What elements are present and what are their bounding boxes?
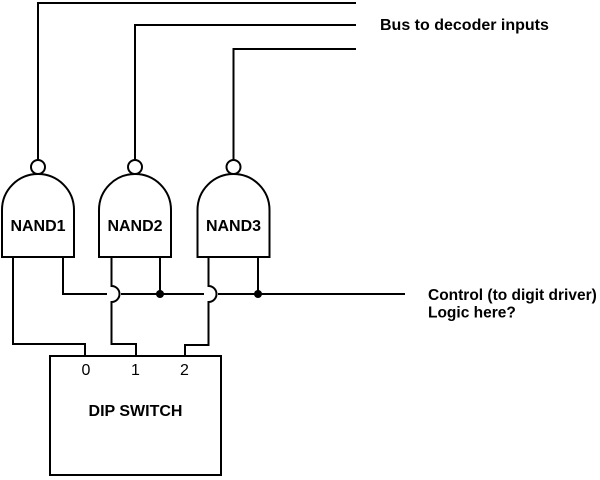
nand3-inverter-bubble: [225, 159, 242, 175]
wire-bus-line-0: [37, 2, 356, 160]
junction-dot: [254, 290, 262, 298]
nand1-gate: NAND1: [0, 159, 75, 258]
nand3-label: NAND3: [206, 218, 261, 235]
dip-pin-label-2: 2: [180, 362, 189, 379]
nand1-body: [0, 173, 75, 258]
wire-nand3-input-a-hop-to-dip-pin2: [184, 257, 218, 356]
dip-switch-box: [49, 355, 222, 476]
nand2-label: NAND2: [107, 218, 162, 235]
nand3-gate: NAND3: [196, 159, 271, 258]
dip-pin-label-1: 1: [131, 362, 140, 379]
wire-bus-line-1: [134, 24, 356, 160]
nand1-inverter-bubble: [30, 159, 46, 175]
wire-nand2-input-a-hop-to-dip-pin1: [110, 257, 137, 356]
wire-bus-line-2: [232, 48, 356, 160]
nand2-body: [98, 173, 172, 258]
nand3-body: [196, 173, 271, 258]
dip-switch-label: DIP SWITCH: [89, 403, 183, 420]
nand2-gate: NAND2: [98, 159, 172, 258]
dip-switch: 0 1 2 DIP SWITCH: [49, 355, 222, 476]
nand2-inverter-bubble: [127, 159, 143, 175]
control-annotation-line2: Logic here?: [428, 305, 516, 322]
control-annotation-line1: Control (to digit driver): [428, 287, 597, 304]
wire-control-net: [62, 257, 405, 295]
bus-annotation: Bus to decoder inputs: [380, 17, 549, 34]
dip-pin-label-0: 0: [82, 362, 91, 379]
wire-nand1-input-a-to-dip-pin0: [12, 257, 86, 356]
nand1-label: NAND1: [10, 218, 65, 235]
junction-dot: [156, 290, 164, 298]
